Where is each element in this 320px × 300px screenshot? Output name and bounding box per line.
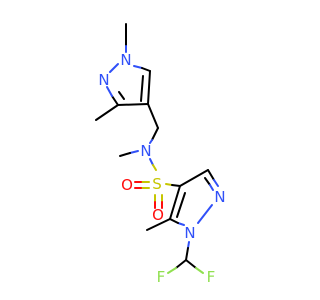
atom-o-left: O	[121, 176, 133, 194]
bond-n-methyl	[119, 152, 131, 157]
bond-n1b-c5b-n	[177, 222, 185, 226]
bond-c4-c3	[117, 103, 149, 106]
bond-c5b-methyl	[146, 218, 171, 231]
atom-f-right: F	[207, 268, 216, 286]
atom-f-left: F	[157, 268, 166, 286]
bond-c3b-n2b-n	[213, 179, 219, 187]
bond-c3-n2-inner	[118, 91, 125, 100]
bond-c3-n2	[111, 95, 119, 106]
structure-svg: N N N S O O N N F F	[95, 23, 226, 286]
bond-c5-c4-inner	[140, 75, 144, 102]
molecule-diagram: N N N S O O N N F F	[95, 23, 226, 286]
bond-c3-n2-n	[106, 86, 113, 97]
bond-c5b-c4b	[169, 185, 181, 220]
bond-n2b-n1b	[197, 204, 213, 224]
bond-ch2-n-n	[149, 139, 153, 144]
atom-n-top-ring: N	[98, 71, 109, 89]
bond-c4-ch2	[147, 103, 159, 129]
atom-n-top-methyl: N	[120, 51, 131, 69]
atom-s: S	[152, 175, 162, 193]
bond-c-f1	[175, 259, 187, 269]
bond-c-f2	[185, 259, 197, 269]
bond-c3b-n2b-inner-n	[209, 184, 214, 191]
atom-n-bottom-methylring: N	[184, 224, 195, 242]
atom-n-amide: N	[140, 142, 151, 160]
bond-n-s-s	[152, 164, 157, 171]
bond-c-f2-f	[195, 267, 204, 274]
bond-s-c4b-s	[165, 183, 173, 186]
bond-n-methyl-n	[129, 150, 139, 154]
bond-s-c4b	[171, 184, 181, 187]
bond-c5b-c4b-inner	[176, 192, 186, 218]
bond-n-s-n	[149, 158, 154, 166]
bond-c-f1-f	[167, 267, 177, 274]
bond-c4b-c3b	[179, 169, 209, 187]
atom-n-bottom-ring: N	[214, 188, 225, 206]
bond-n1-c5-n	[133, 65, 143, 69]
bond-n2-n1	[109, 63, 119, 73]
bond-n1-c5	[141, 67, 151, 72]
bond-n1b-c5b	[169, 218, 179, 224]
bond-n1b-chf2-n	[187, 241, 190, 249]
atom-o-bottom: O	[152, 206, 164, 224]
bond-c3b-n2b-inner	[204, 177, 211, 186]
bond-c5-c4	[147, 70, 151, 105]
bond-n1b-chf2	[185, 247, 189, 261]
bond-c3b-n2b	[207, 169, 215, 181]
bond-c3-methyl	[95, 104, 119, 121]
bond-ch2-n	[151, 127, 159, 141]
